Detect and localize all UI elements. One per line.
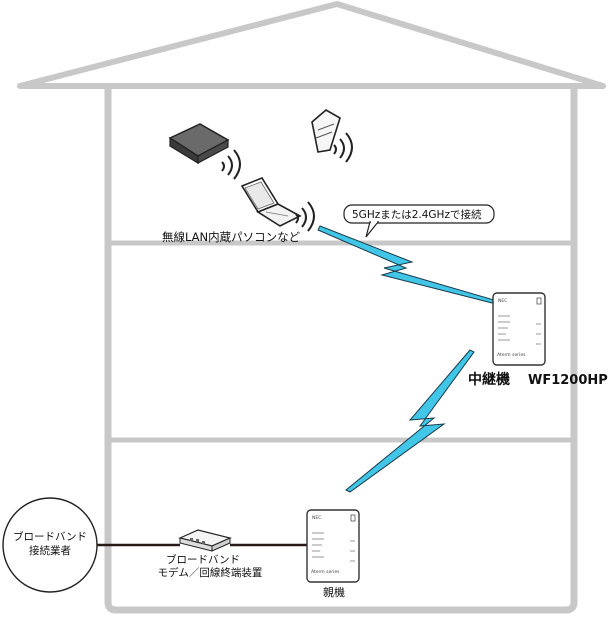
parent-brand: NEC bbox=[312, 515, 321, 521]
router-icon bbox=[168, 123, 230, 165]
wireless-pc-label: 無線LAN内蔵パソコンなど bbox=[162, 230, 301, 244]
wifi-signal-icon bbox=[221, 149, 241, 180]
band-callout-text: 5GHzまたは2.4GHzで接続 bbox=[352, 208, 482, 221]
repeater-name-label: 中継機 bbox=[468, 371, 510, 388]
modem-label-line1: ブロードバンド bbox=[166, 553, 240, 566]
repeater-footer: Aterm series bbox=[497, 352, 526, 358]
parent-device: NEC Aterm series bbox=[306, 509, 360, 583]
wireless-link-upper bbox=[317, 225, 497, 305]
wireless-link-lower bbox=[345, 349, 475, 493]
tablet-icon bbox=[311, 109, 341, 153]
parent-footer: Aterm series bbox=[311, 569, 340, 575]
band-callout: 5GHzまたは2.4GHzで接続 bbox=[343, 204, 495, 238]
modem-label-line2: モデム／回線終端装置 bbox=[158, 566, 263, 579]
house-roof bbox=[17, 1, 606, 89]
repeater-model-label: WF1200HP bbox=[528, 373, 608, 388]
wifi-signal-icon bbox=[295, 201, 315, 232]
wifi-signal-icon bbox=[333, 132, 353, 163]
house-walls bbox=[104, 88, 578, 614]
modem-icon bbox=[178, 529, 232, 552]
isp-label-line1: ブロードバンド bbox=[13, 530, 87, 543]
repeater-device: NEC Aterm series bbox=[492, 292, 546, 366]
repeater-brand: NEC bbox=[498, 298, 507, 304]
parent-name-label: 親機 bbox=[323, 585, 345, 599]
laptop-icon bbox=[240, 177, 302, 227]
isp-label-line2: 接続業者 bbox=[29, 544, 71, 557]
